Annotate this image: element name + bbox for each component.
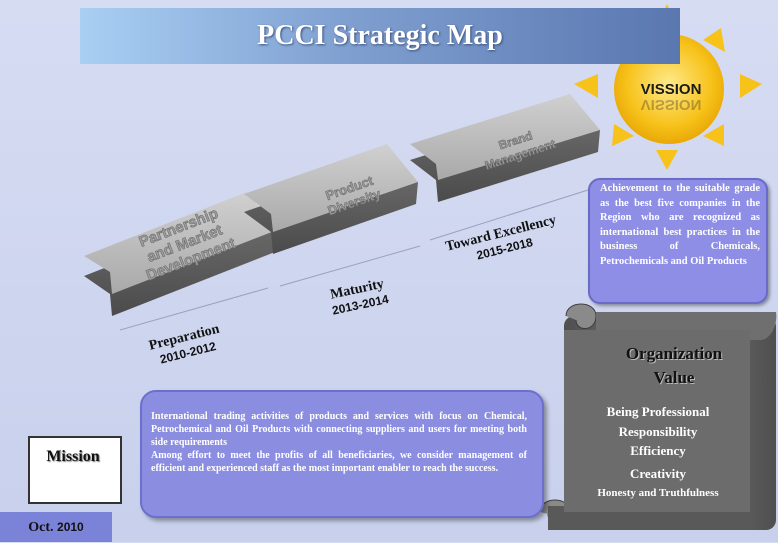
vision-text: Achievement to the suitable grade as the… bbox=[600, 183, 760, 267]
chevron-partnership bbox=[84, 192, 277, 316]
date-year: 2010 bbox=[57, 520, 84, 534]
mission-paragraph: Among effort to meet the profits of all … bbox=[151, 450, 527, 474]
mission-box bbox=[140, 390, 544, 518]
mission-paragraph: International trading activities of prod… bbox=[151, 411, 527, 448]
mission-text: International trading activities of prod… bbox=[151, 410, 527, 475]
value-item: Efficiency bbox=[630, 443, 686, 458]
date-month: Oct. bbox=[28, 520, 54, 535]
chevron-brand-management bbox=[410, 94, 600, 202]
value-title-line: Organization bbox=[625, 344, 723, 363]
vision-label-reflection: VISSION bbox=[640, 96, 702, 113]
value-item: Honesty and Truthfulness bbox=[597, 487, 719, 499]
organization-value-list: Being Professional Responsibility Effici… bbox=[572, 402, 744, 502]
vision-label: VISSION bbox=[640, 81, 702, 98]
value-item: Being Professional bbox=[606, 404, 710, 419]
chevron-product-diversity bbox=[244, 144, 418, 254]
title-banner bbox=[80, 8, 680, 64]
value-title-line: Value bbox=[653, 368, 695, 387]
organization-value-title: Organization Value bbox=[584, 342, 764, 390]
vision-box bbox=[588, 178, 768, 304]
date-box bbox=[0, 512, 112, 542]
date-label: Oct. 2010 bbox=[0, 512, 112, 542]
mission-badge bbox=[28, 436, 122, 504]
organization-value-scroll bbox=[539, 303, 777, 530]
value-item: Creativity bbox=[629, 465, 687, 481]
page-title: PCCI Strategic Map bbox=[257, 20, 503, 51]
trend-lines bbox=[119, 189, 589, 331]
value-item: Responsibility bbox=[618, 423, 698, 439]
mission-label: Mission bbox=[46, 448, 100, 465]
